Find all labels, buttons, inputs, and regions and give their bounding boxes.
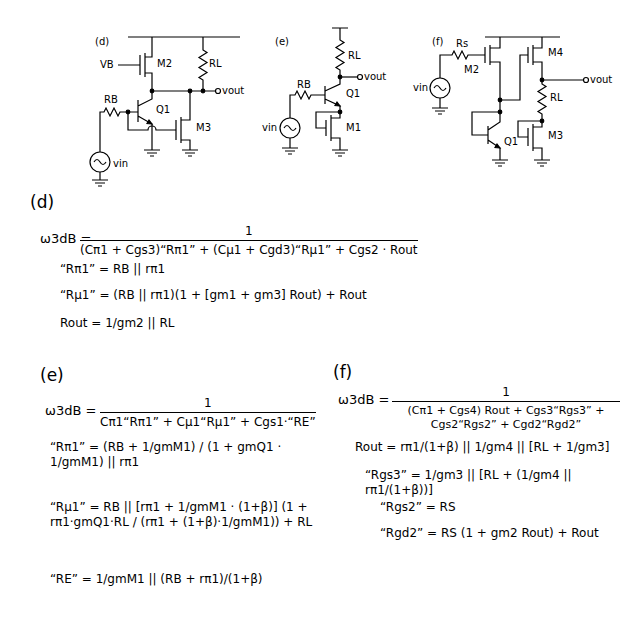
equation: “RE” = 1/gmM1 || (RB + rπ1)/(1+β) [50, 572, 340, 587]
fraction-denominator: (Cπ1 + Cgs4) Rout + Cgs3“Rgs3” + Cgs2“Rg… [392, 401, 620, 432]
circuit-label: M3 [548, 130, 563, 143]
section-label: (d) [30, 192, 54, 213]
circuit-label: M4 [548, 47, 563, 60]
section-label: (e) [40, 365, 64, 386]
equation: ω3dB = [45, 403, 96, 419]
circuit-label: RL [550, 92, 563, 105]
circuit-label: VB [100, 59, 114, 72]
circuit-label: M2 [157, 58, 172, 71]
circuit-label: RB [297, 79, 311, 92]
circuit-label: M2 [464, 64, 479, 77]
circuit-label: RL [209, 58, 222, 71]
section-label: (f) [333, 362, 352, 383]
circuit-label: M1 [346, 122, 361, 135]
circuit-label: RB [104, 94, 118, 107]
equation: Rout = rπ1/(1+β) || 1/gm4 || [RL + 1/gm3… [355, 440, 620, 455]
section-label: (e) [275, 36, 289, 49]
circuit-e [280, 28, 363, 156]
fraction-denominator: (Cπ1 + Cgs3)“Rπ1” + (Cμ1 + Cgd3)“Rμ1” + … [80, 240, 418, 258]
fraction-numerator: 1 [204, 396, 212, 411]
circuit-label: Q1 [504, 136, 518, 149]
equation: ω3dB = [338, 392, 389, 408]
circuit-label: Rs [456, 38, 468, 51]
circuit-label: M3 [196, 122, 211, 135]
fraction-numerator: 1 [245, 224, 253, 239]
circuit-label: vin [413, 82, 428, 95]
equation: Rout = 1/gm2 || RL [60, 316, 175, 331]
circuit-label: vout [590, 74, 612, 87]
equation: “Rgs3” = 1/gm3 || [RL + (1/gm4 || rπ1/(1… [365, 468, 620, 498]
circuit-label: vout [222, 85, 244, 98]
circuit-label: vin [262, 122, 277, 135]
section-label: (d) [95, 36, 109, 49]
circuit-label: vout [364, 71, 386, 84]
circuit-label: Q1 [156, 104, 170, 117]
circuit-d [90, 37, 240, 186]
equation: “Rgs2” = RS [380, 500, 456, 515]
circuit-label: RL [348, 50, 361, 63]
fraction-denominator: Cπ1“Rπ1” + Cμ1“Rμ1” + Cgs1·“RE” [100, 412, 316, 430]
equation: “Rgd2” = RS (1 + gm2 Rout) + Rout [380, 526, 620, 541]
circuit-label: Q1 [346, 88, 360, 101]
equation: “Rμ1” = (RB || rπ1)(1 + [gm1 + gm3] Rout… [60, 288, 367, 303]
equation: “Rπ1” = RB || rπ1 [60, 262, 165, 277]
section-label: (f) [432, 36, 443, 49]
circuit-f [430, 37, 589, 166]
circuit-label: vin [113, 158, 128, 171]
equation: “Rμ1” = RB || [rπ1 + 1/gmM1 · (1+β)] (1 … [50, 500, 370, 530]
equation: “Rπ1” = (RB + 1/gmM1) / (1 + gmQ1 · 1/gm… [50, 440, 330, 470]
fraction-numerator: 1 [502, 385, 510, 400]
